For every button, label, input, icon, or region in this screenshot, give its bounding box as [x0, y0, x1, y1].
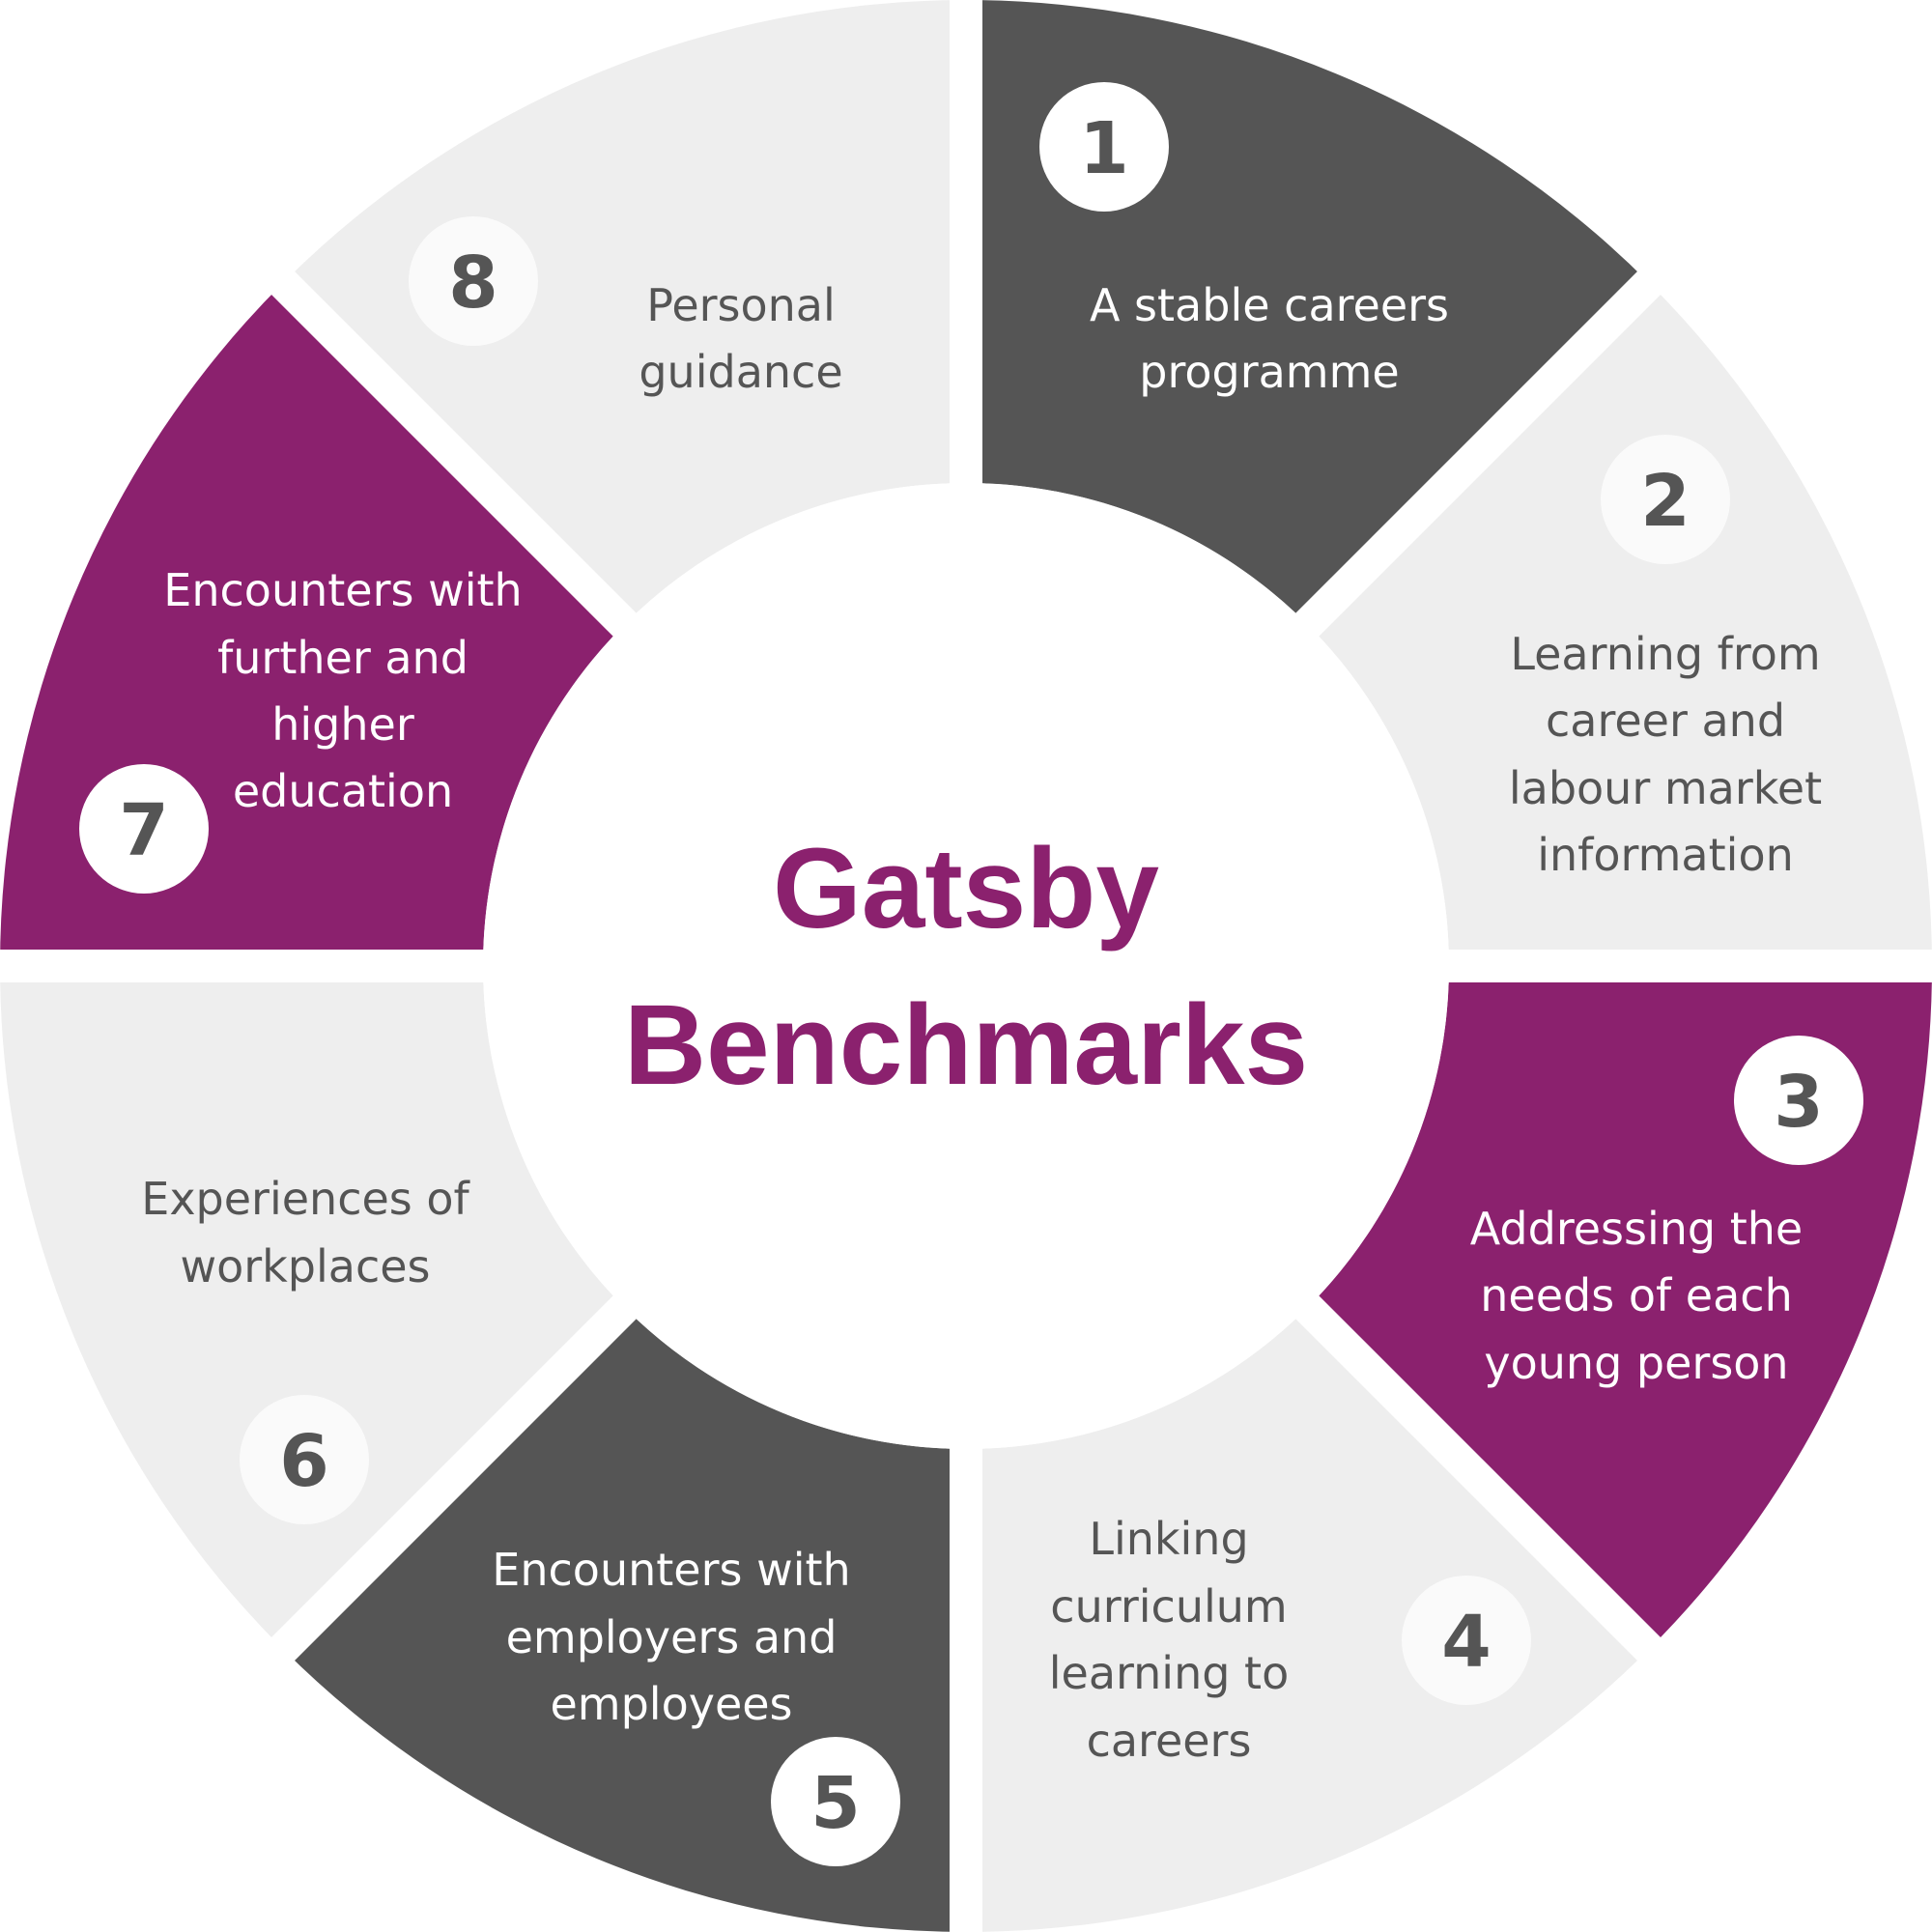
- number-badge-7: [79, 764, 209, 894]
- benchmark-segment-6: [0, 966, 625, 1650]
- center-circle: [483, 483, 1449, 1449]
- benchmark-label-line: education: [233, 765, 453, 817]
- benchmark-number: 6: [279, 1420, 329, 1503]
- benchmark-label-line: learning to: [1049, 1647, 1289, 1699]
- benchmark-label-line: employees: [550, 1678, 792, 1730]
- number-badge-2: [1601, 435, 1730, 564]
- benchmark-label-line: Learning from: [1510, 628, 1820, 680]
- benchmark-label-line: information: [1537, 829, 1794, 881]
- benchmark-label-line: Personal: [646, 279, 836, 331]
- number-badge-4: [1402, 1576, 1531, 1705]
- benchmark-label-line: higher: [271, 698, 414, 751]
- benchmark-number: 5: [810, 1762, 861, 1845]
- number-badge-6: [240, 1395, 369, 1524]
- benchmark-label-line: career and: [1546, 695, 1785, 747]
- benchmark-label-line: young person: [1484, 1337, 1788, 1389]
- benchmark-label-line: Encounters with: [163, 564, 522, 616]
- number-badge-5: [771, 1737, 900, 1866]
- benchmark-number: 8: [448, 242, 498, 325]
- title-line-1: Gatsby: [773, 825, 1159, 952]
- number-badge-8: [409, 216, 538, 346]
- benchmark-segment-2: [1307, 282, 1932, 967]
- benchmark-label-line: needs of each: [1480, 1269, 1792, 1321]
- benchmark-label-line: Addressing the: [1470, 1203, 1803, 1255]
- benchmark-number: 2: [1640, 460, 1690, 543]
- benchmark-label-line: employers and: [506, 1611, 838, 1663]
- benchmark-label-line: Encounters with: [492, 1544, 850, 1596]
- benchmark-label-line: careers: [1087, 1715, 1252, 1767]
- benchmark-segment-4: [966, 1307, 1650, 1932]
- benchmark-label-line: labour market: [1509, 762, 1822, 814]
- benchmark-number: 4: [1441, 1601, 1492, 1684]
- benchmark-label-line: guidance: [639, 346, 842, 398]
- benchmark-label-line: curriculum: [1050, 1580, 1287, 1633]
- benchmark-label-line: workplaces: [180, 1240, 430, 1293]
- benchmark-number: 1: [1079, 107, 1129, 190]
- benchmark-label-line: Linking: [1089, 1513, 1248, 1565]
- benchmark-label-line: A stable careers: [1090, 279, 1449, 331]
- benchmark-label-line: further and: [217, 632, 469, 684]
- number-badge-1: [1039, 82, 1169, 212]
- benchmark-label-line: Experiences of: [141, 1173, 470, 1225]
- benchmark-number: 3: [1774, 1061, 1824, 1144]
- benchmark-number: 7: [119, 789, 169, 872]
- number-badge-3: [1734, 1036, 1863, 1165]
- benchmark-label-line: programme: [1139, 346, 1399, 398]
- benchmark-segment-8: [282, 0, 967, 625]
- title-line-2: Benchmarks: [624, 981, 1308, 1109]
